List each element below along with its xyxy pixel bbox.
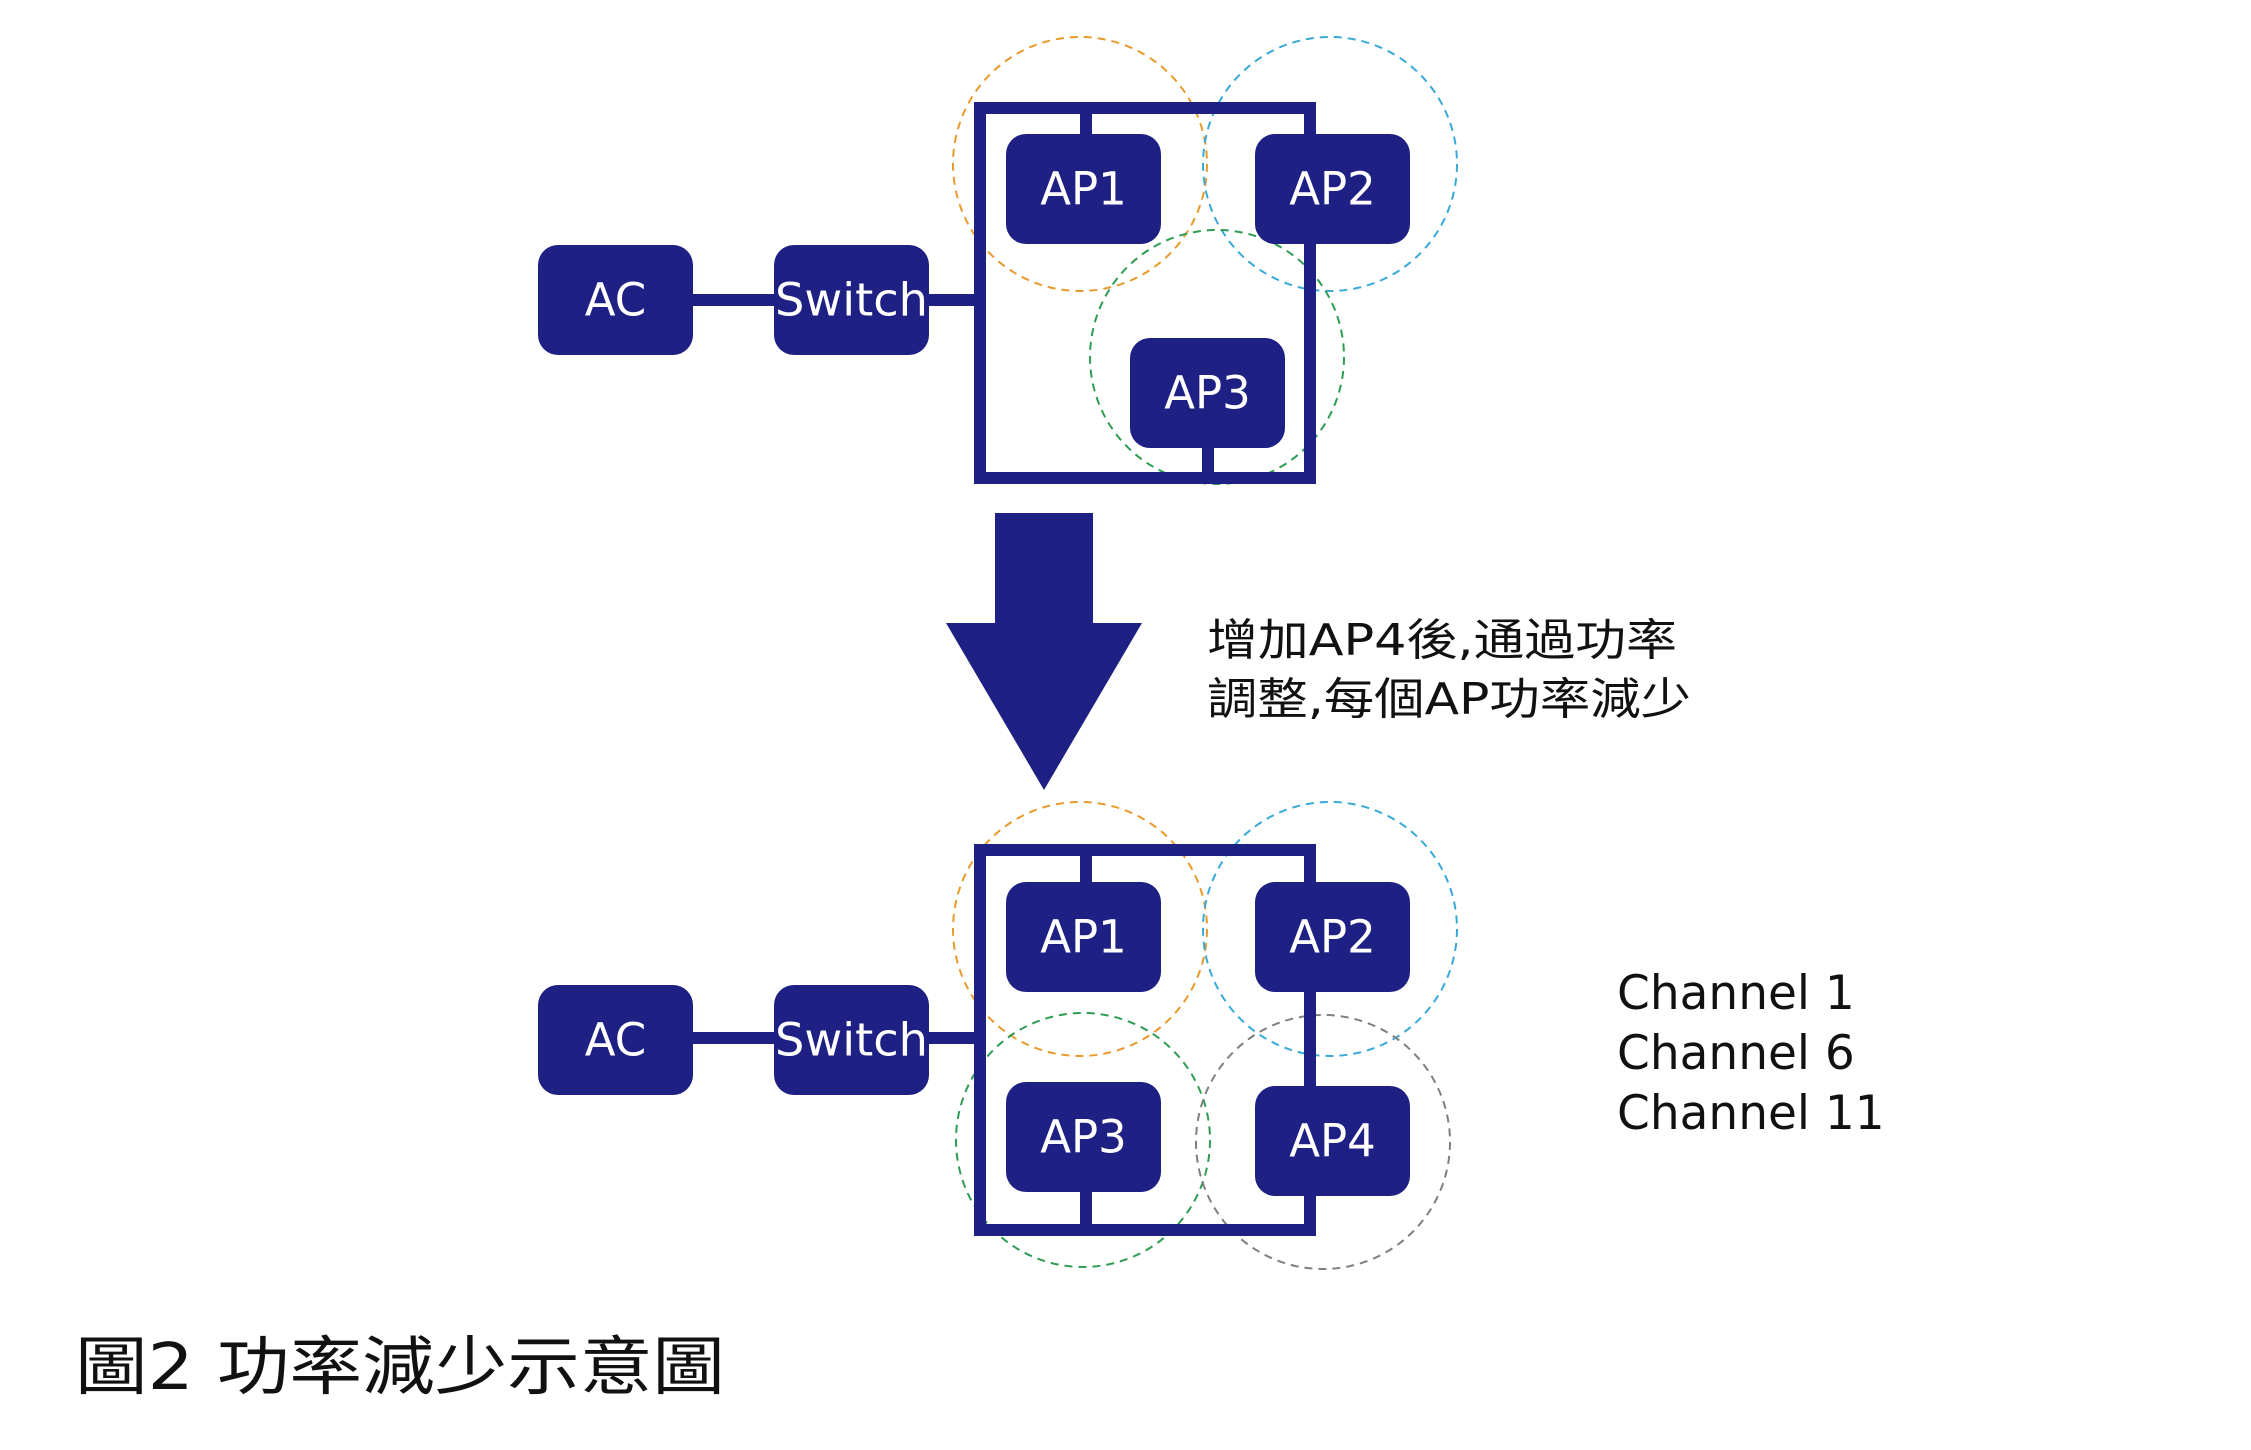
transition: 增加AP4後,通過功率 調整,每個AP功率減少 bbox=[946, 513, 1691, 790]
top-ap1-node: AP1 bbox=[1006, 134, 1161, 244]
channel-label-3: Channel 11 bbox=[1617, 1086, 1885, 1141]
arrow-down-icon bbox=[946, 513, 1142, 790]
top-ap2-node: AP2 bbox=[1255, 134, 1410, 244]
bottom-switch-node: Switch bbox=[774, 985, 929, 1095]
bottom-ap3-coverage-circle bbox=[955, 1012, 1211, 1268]
bottom-ap1-label: AP1 bbox=[1040, 911, 1127, 964]
bottom-ac-node: AC bbox=[538, 985, 693, 1095]
bottom-ap1-node: AP1 bbox=[1006, 882, 1161, 992]
bottom-ac-label: AC bbox=[585, 1014, 646, 1067]
transition-note-line1: 增加AP4後,通過功率 bbox=[1207, 615, 1677, 666]
top-ap2-coverage-circle bbox=[1202, 36, 1458, 292]
top-bus-frame bbox=[974, 102, 1316, 484]
top-ac-label: AC bbox=[585, 274, 646, 327]
figure-caption: 圖2 功率減少示意圖 bbox=[75, 1331, 725, 1405]
channel-label-1: Channel 1 bbox=[1617, 966, 1855, 1021]
channel-list: Channel 1 Channel 6 Channel 11 bbox=[1617, 966, 1885, 1141]
bottom-ap4-label: AP4 bbox=[1289, 1115, 1376, 1168]
top-switch-node: Switch bbox=[774, 245, 929, 355]
bottom-diagram: AC Switch AP1 AP2 AP3 AP4 Channel 1 Chan… bbox=[538, 801, 1885, 1270]
bottom-ap3-node: AP3 bbox=[1006, 1082, 1161, 1192]
top-ap3-label: AP3 bbox=[1164, 367, 1251, 420]
top-ap1-label: AP1 bbox=[1040, 163, 1127, 216]
top-switch-label: Switch bbox=[775, 274, 928, 327]
bottom-ap3-label: AP3 bbox=[1040, 1111, 1127, 1164]
bottom-ap2-label: AP2 bbox=[1289, 911, 1376, 964]
bottom-ap1-coverage-circle bbox=[952, 801, 1208, 1057]
top-ap2-label: AP2 bbox=[1289, 163, 1376, 216]
bottom-switch-label: Switch bbox=[775, 1014, 928, 1067]
top-ac-node: AC bbox=[538, 245, 693, 355]
bottom-ap4-node: AP4 bbox=[1255, 1086, 1410, 1196]
top-diagram: AC Switch AP1 AP2 AP3 bbox=[538, 36, 1458, 485]
bottom-ap2-node: AP2 bbox=[1255, 882, 1410, 992]
bottom-ap2-coverage-circle bbox=[1202, 801, 1458, 1057]
top-ap1-coverage-circle bbox=[952, 36, 1208, 292]
channel-label-2: Channel 6 bbox=[1617, 1026, 1855, 1081]
transition-note-line2: 調整,每個AP功率減少 bbox=[1207, 674, 1691, 725]
bottom-bus-frame bbox=[974, 844, 1316, 1236]
top-ap3-node: AP3 bbox=[1130, 338, 1285, 448]
bottom-ap4-coverage-circle bbox=[1195, 1014, 1451, 1270]
